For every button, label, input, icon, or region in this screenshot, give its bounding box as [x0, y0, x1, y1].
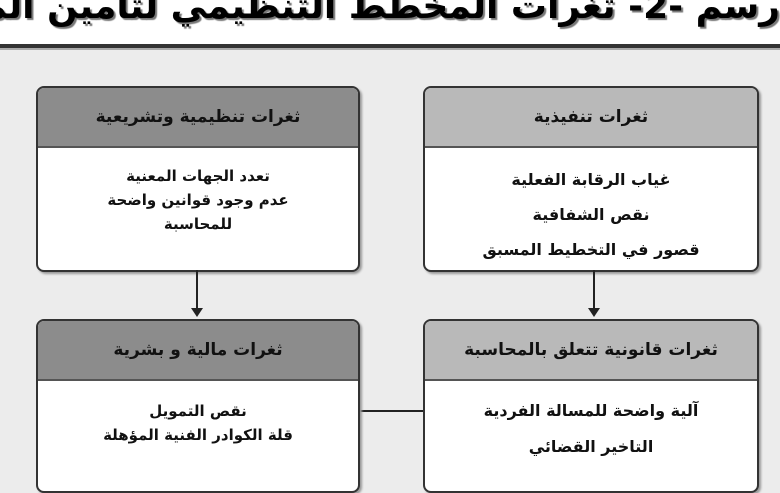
- box-item: التاخير القضائي: [528, 437, 654, 456]
- box-item: غياب الرقابة الفعلية: [511, 170, 671, 189]
- legal-gaps-box: ثغرات قانونية تتعلق بالمحاسبة آلية واضحة…: [423, 319, 759, 493]
- box-item: قصور في التخطيط المسبق: [482, 240, 700, 259]
- box-item: تعدد الجهات المعنية: [126, 167, 270, 185]
- connector-line: [196, 270, 198, 310]
- box-item: للمحاسبة: [163, 215, 233, 233]
- connector-line: [358, 410, 424, 412]
- box-item: نقص الشفافية: [532, 205, 650, 224]
- box-heading: ثغرات قانونية تتعلق بالمحاسبة: [425, 321, 757, 381]
- box-item: قلة الكوادر الفنية المؤهلة: [103, 426, 293, 444]
- title-bar: رسم -2- ثغرات المخطط التنظيمي لتأمين الم…: [0, 0, 780, 44]
- arrow-down-icon: [191, 308, 203, 317]
- box-item: آلية واضحة للمسالة الفردية: [483, 401, 699, 420]
- box-heading: ثغرات تنظيمية وتشريعية: [38, 88, 358, 148]
- financial-human-gaps-box: ثغرات مالية و بشرية نقص التمويل قلة الكو…: [36, 319, 360, 493]
- title-divider-shadow: [0, 48, 780, 50]
- title-divider: [0, 44, 780, 48]
- executive-gaps-box: ثغرات تنفيذية غياب الرقابة الفعلية نقص ا…: [423, 86, 759, 272]
- box-heading: ثغرات مالية و بشرية: [38, 321, 358, 381]
- regulatory-gaps-box: ثغرات تنظيمية وتشريعية تعدد الجهات المعن…: [36, 86, 360, 272]
- box-item: نقص التمويل: [149, 402, 247, 420]
- connector-line: [593, 270, 595, 310]
- arrow-down-icon: [588, 308, 600, 317]
- box-heading: ثغرات تنفيذية: [425, 88, 757, 148]
- diagram-title: رسم -2- ثغرات المخطط التنظيمي لتأمين الم…: [0, 0, 780, 27]
- box-item: عدم وجود قوانين واضحة: [107, 191, 289, 209]
